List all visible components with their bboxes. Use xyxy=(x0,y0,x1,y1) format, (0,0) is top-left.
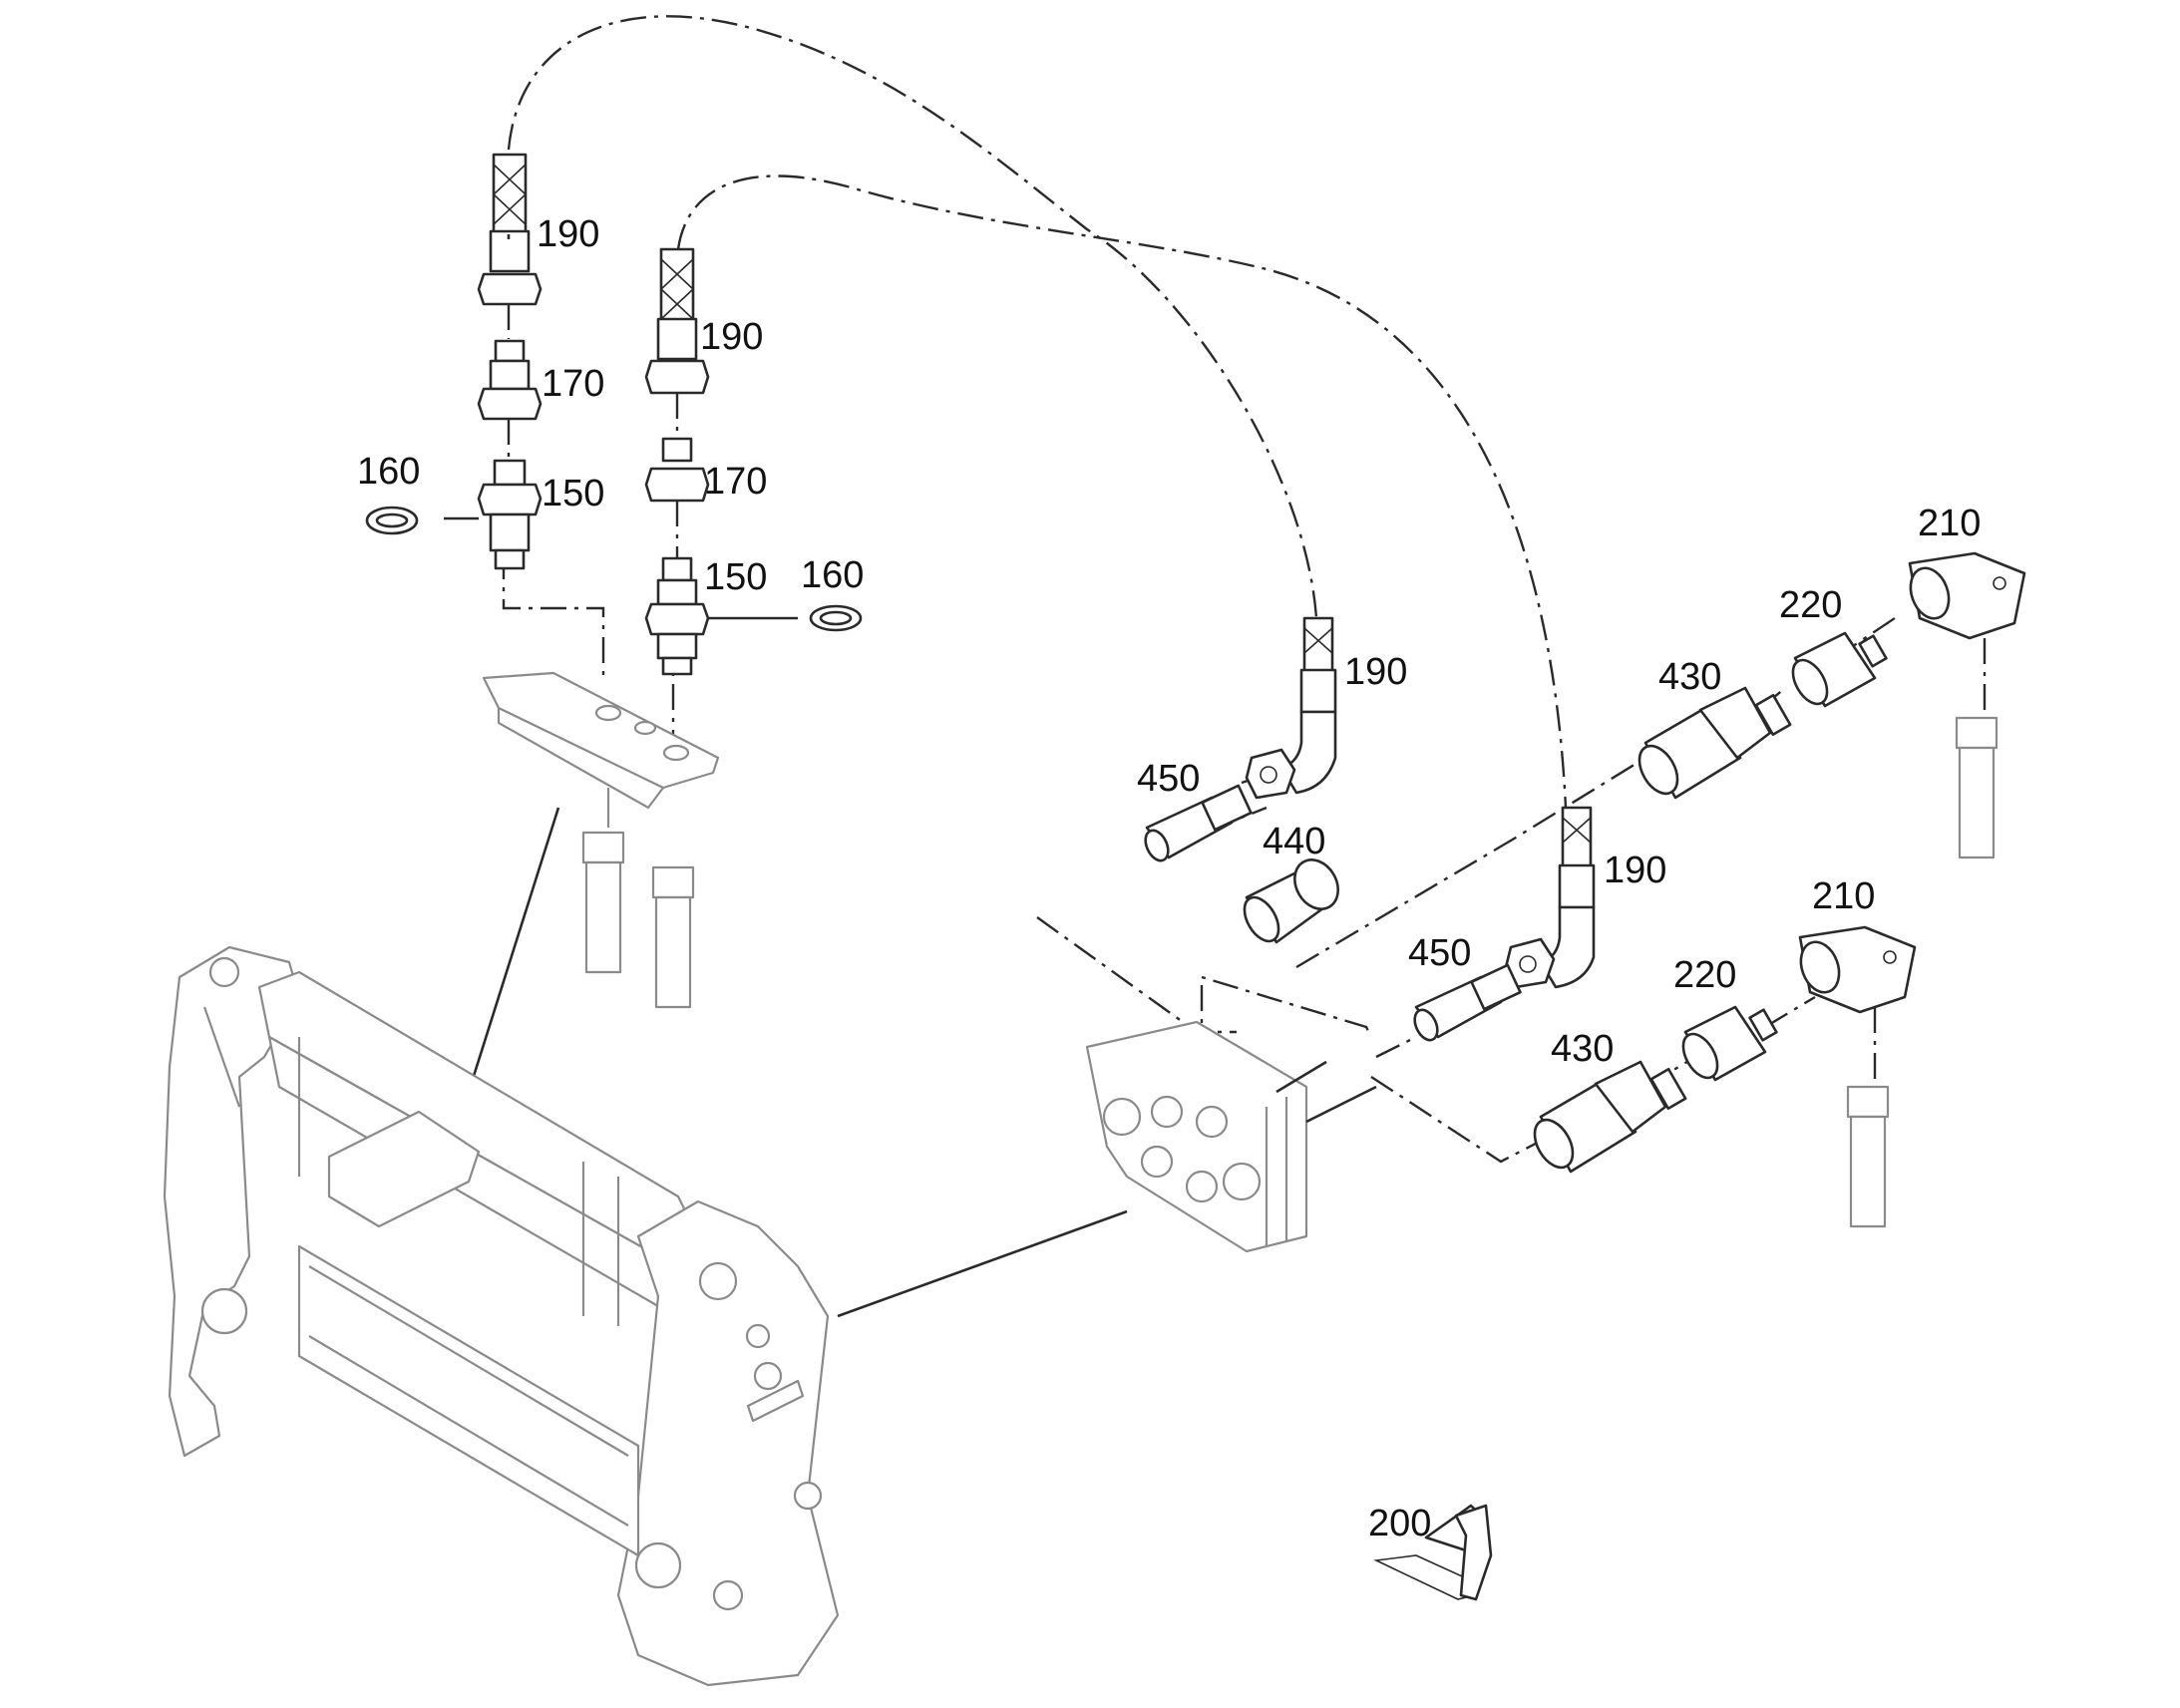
callout-hose-a: 190 xyxy=(537,213,599,255)
quick-coupler-frame xyxy=(163,945,840,1687)
callout-hose-d: 190 xyxy=(1604,850,1666,891)
callout-elbow-upper: 210 xyxy=(1918,503,1981,544)
callout-seal-a: 160 xyxy=(357,451,420,493)
right-stub-hoses xyxy=(1846,716,1998,1228)
seal-ring-b xyxy=(809,604,863,632)
callout-plug-upper: 450 xyxy=(1137,758,1200,800)
callout-adapter-a: 170 xyxy=(542,363,604,405)
cap xyxy=(1243,858,1339,944)
callout-labels: 190 190 190 190 170 170 150 150 160 160 … xyxy=(357,213,1981,1544)
callout-adapter-b: 170 xyxy=(704,461,767,503)
hose-assembly-a xyxy=(444,153,543,570)
callout-coupler-b: 150 xyxy=(704,556,767,598)
callout-plug-lower: 450 xyxy=(1408,932,1471,974)
leader-valve-block xyxy=(837,1209,1128,1318)
callout-nut-upper: 220 xyxy=(1779,584,1842,626)
hose-braid-a xyxy=(492,153,528,236)
callout-elbow-lower: 210 xyxy=(1812,875,1875,917)
plug-upper xyxy=(1144,784,1253,862)
nut-upper xyxy=(1791,631,1888,708)
cable-tie xyxy=(1373,1504,1493,1601)
callout-cap: 440 xyxy=(1263,821,1325,862)
adapter-a-hex xyxy=(477,387,543,421)
elbow-upper xyxy=(1908,551,2026,640)
callout-coupling-upper: 430 xyxy=(1658,656,1721,698)
hose-assembly-b xyxy=(644,247,798,676)
callout-coupling-lower: 430 xyxy=(1551,1028,1614,1070)
nut-lower xyxy=(1681,1005,1778,1082)
callout-hose-c: 190 xyxy=(1344,651,1407,693)
plug-lower xyxy=(1413,963,1522,1042)
elbow-lower xyxy=(1798,925,1917,1014)
hose-assembly-d xyxy=(1504,806,1596,989)
hose-assembly-c xyxy=(1245,616,1337,800)
callout-cable-tie: 200 xyxy=(1368,1503,1431,1544)
seal-ring-a xyxy=(365,506,419,535)
hex-nut-a xyxy=(477,272,543,306)
callout-nut-lower: 220 xyxy=(1673,954,1736,996)
coupling-upper xyxy=(1637,686,1792,800)
coupler-a-hex xyxy=(477,483,543,516)
valve-block xyxy=(1085,1020,1377,1253)
callout-seal-b: 160 xyxy=(801,554,864,596)
callout-hose-b: 190 xyxy=(700,316,763,358)
callout-coupler-a: 150 xyxy=(542,473,604,514)
coupling-lower xyxy=(1533,1060,1687,1174)
bracket-stub-hoses xyxy=(581,831,695,1009)
mounting-bracket xyxy=(482,671,720,828)
leader-bracket xyxy=(467,807,560,1093)
